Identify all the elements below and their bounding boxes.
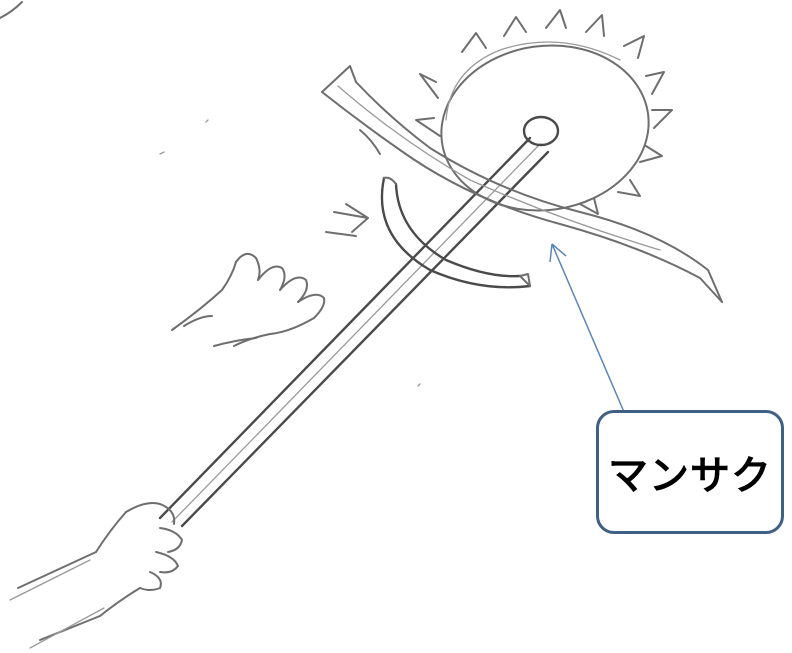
corner-arc-sketch [0, 1, 23, 19]
sickle-blade-sketch [380, 176, 532, 289]
callout-box: マンサク [596, 410, 784, 534]
gripping-hand-icon [9, 502, 183, 649]
pole-sketch [158, 115, 560, 528]
sun-icon [415, 9, 673, 215]
callout-label: マンサク [608, 453, 772, 499]
waving-hand-icon [171, 252, 326, 347]
speck-sketch [159, 119, 421, 387]
callout-pointer [549, 243, 625, 413]
double-arrow-icon [325, 203, 369, 237]
branch-sketch [321, 65, 723, 303]
